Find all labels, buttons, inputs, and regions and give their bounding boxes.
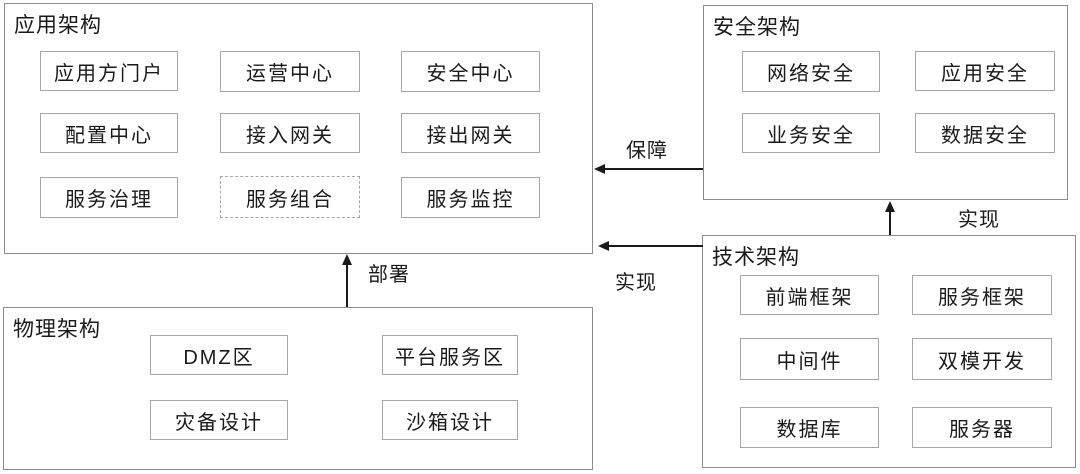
node-service-governance: 服务治理 — [40, 177, 178, 218]
deploy-arrow-line — [346, 264, 348, 307]
realize-security-arrow-line — [889, 211, 891, 235]
realize-security-arrow-label: 实现 — [958, 209, 1000, 231]
guarantee-arrowhead-icon — [594, 164, 605, 174]
node-frontend-framework: 前端框架 — [740, 275, 879, 315]
deploy-arrowhead-icon — [342, 254, 352, 265]
node-config-center: 配置中心 — [40, 113, 178, 153]
guarantee-arrow-label: 保障 — [626, 140, 668, 162]
node-dmz-zone: DMZ区 — [150, 335, 288, 375]
deploy-arrow-label: 部署 — [368, 264, 410, 286]
node-network-security: 网络安全 — [742, 51, 880, 92]
realize-security-arrowhead-icon — [885, 201, 895, 212]
node-data-security: 数据安全 — [915, 113, 1055, 153]
group-security-architecture: 安全架构 — [703, 5, 1068, 200]
realize-application-arrow-label: 实现 — [615, 272, 657, 294]
node-service-framework: 服务框架 — [912, 275, 1052, 315]
node-service-composition: 服务组合 — [220, 176, 360, 218]
node-business-security: 业务安全 — [742, 113, 880, 153]
node-database: 数据库 — [740, 407, 879, 448]
node-platform-service-zone: 平台服务区 — [382, 335, 518, 375]
realize-application-arrowhead-icon — [598, 241, 609, 251]
node-disaster-recovery: 灾备设计 — [150, 400, 288, 440]
node-inbound-gateway: 接入网关 — [220, 113, 360, 153]
node-service-monitoring: 服务监控 — [401, 177, 540, 218]
node-sandbox-design: 沙箱设计 — [382, 400, 518, 440]
group-title-physical: 物理架构 — [13, 318, 101, 341]
node-application-security: 应用安全 — [915, 51, 1055, 91]
node-server: 服务器 — [912, 407, 1052, 448]
node-operation-center: 运营中心 — [220, 51, 360, 92]
node-app-portal: 应用方门户 — [40, 51, 178, 91]
group-physical-architecture: 物理架构 — [3, 307, 593, 470]
group-title-technology: 技术架构 — [712, 246, 800, 269]
guarantee-arrow-line — [604, 168, 703, 170]
node-middleware: 中间件 — [740, 338, 879, 380]
node-security-center: 安全中心 — [401, 51, 540, 92]
realize-application-arrow-line — [608, 245, 703, 247]
node-outbound-gateway: 接出网关 — [401, 113, 540, 153]
group-title-security: 安全架构 — [713, 16, 801, 39]
node-dual-mode-dev: 双模开发 — [912, 338, 1052, 380]
group-title-application: 应用架构 — [14, 14, 102, 37]
